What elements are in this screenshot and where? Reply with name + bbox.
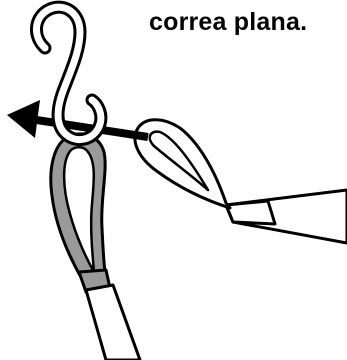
gray-strap-loop-icon (51, 134, 110, 292)
white-strap-band (86, 285, 140, 360)
pull-arrow-icon (7, 100, 148, 138)
white-strap-loop-icon (135, 120, 347, 243)
